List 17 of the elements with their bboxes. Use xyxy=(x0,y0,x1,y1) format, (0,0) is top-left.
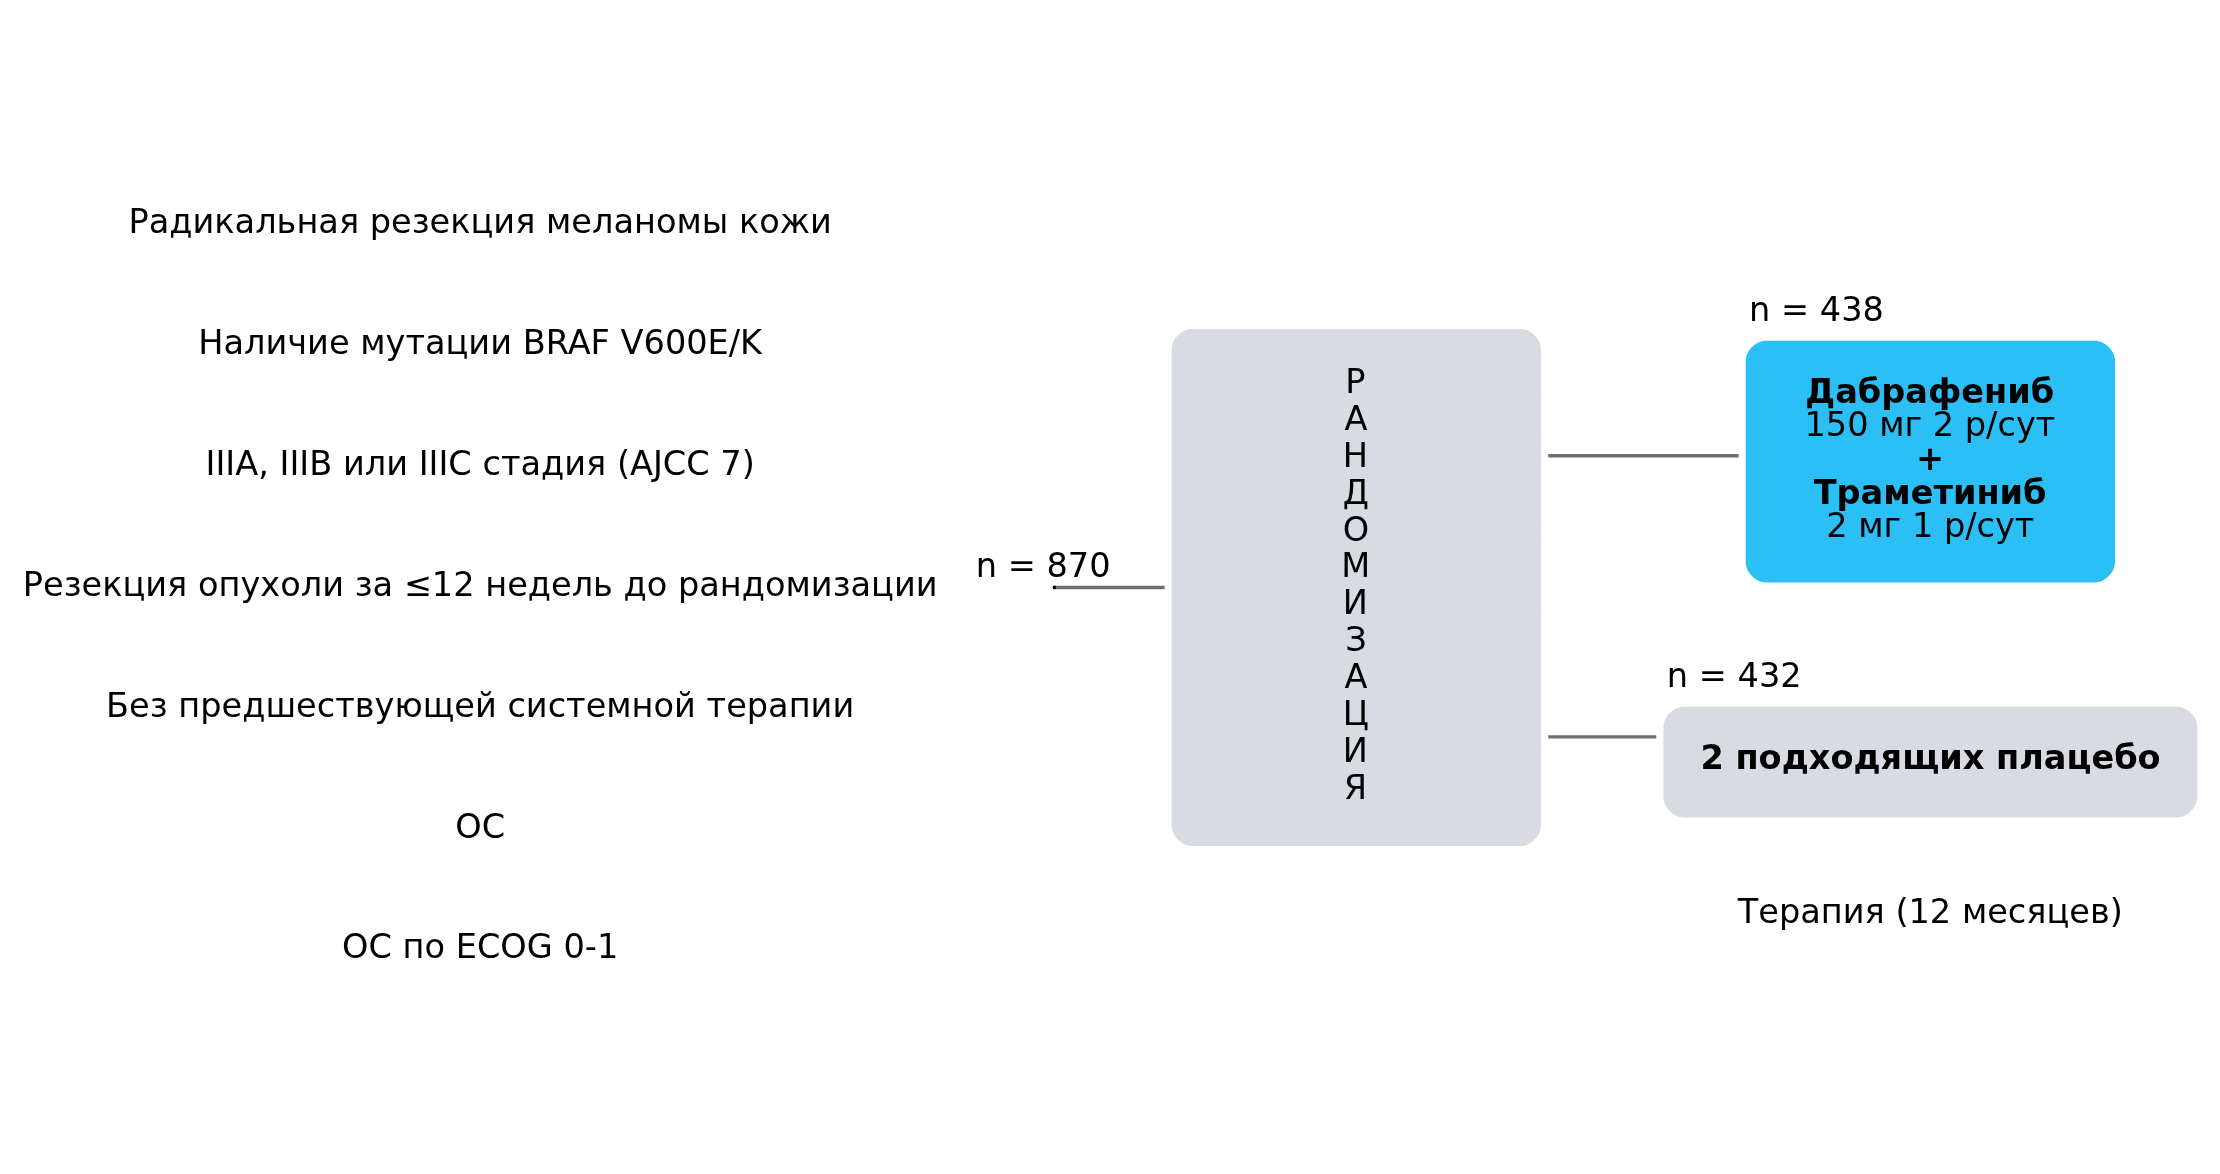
node-label: n = 438 xyxy=(1749,289,1884,329)
label: Без предшествующей системной терапии xyxy=(106,685,855,725)
label: IIIA, IIIB или IIIC стадия (AJCC 7) xyxy=(205,443,755,483)
connector xyxy=(1548,734,1657,739)
node-label: n = 432 xyxy=(1666,655,1802,695)
connector xyxy=(1055,585,1165,589)
node-box: 2 подходящих плацебо xyxy=(1663,706,2198,817)
label: ОС по ECOG 0-1 xyxy=(342,926,619,966)
edge-label: n = 870 xyxy=(975,545,1111,585)
node-box: Дабрафениб 150 мг 2 р/сут + Траметиниб 2 мг 1 р/сут xyxy=(1745,340,2115,582)
connector xyxy=(1548,453,1739,457)
label: Резекция опухоли за ≤12 недель до рандомизации xyxy=(22,564,938,604)
label: Радикальная резекция меланомы кожи xyxy=(128,201,832,241)
label: Наличие мутации BRAF V600E/K xyxy=(198,322,763,362)
label: Терапия (12 месяцев) xyxy=(1737,891,2123,931)
node-box: РАНДОМИЗАЦИЯ xyxy=(1171,328,1541,846)
label: ОС xyxy=(455,806,506,846)
